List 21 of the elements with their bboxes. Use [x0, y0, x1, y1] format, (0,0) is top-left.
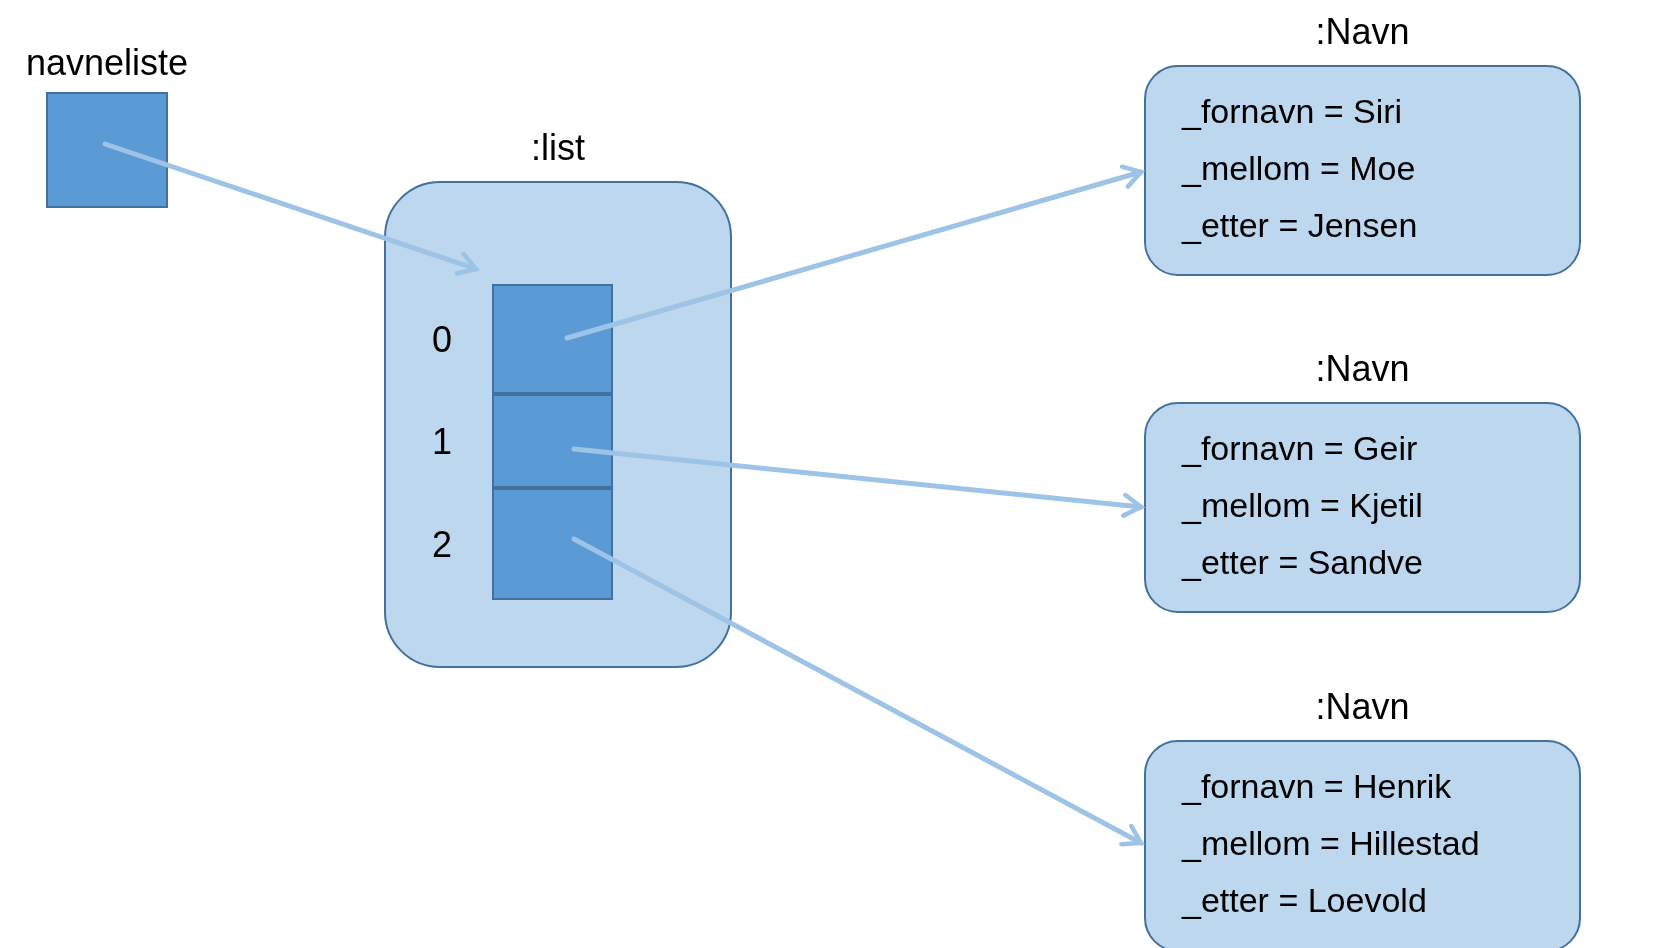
object-label: :Navn	[1314, 686, 1411, 728]
object-label: :Navn	[1314, 11, 1411, 53]
object-label: :Navn	[1314, 348, 1411, 390]
attribute-text: _mellom = Kjetil	[1182, 485, 1423, 526]
attribute-text: _fornavn = Henrik	[1182, 766, 1453, 807]
index-label: 1	[431, 421, 453, 463]
attribute-text: _mellom = Moe	[1182, 148, 1417, 189]
object-label: navneliste	[24, 42, 190, 84]
attribute-text: _etter = Loevold	[1182, 880, 1428, 921]
index-label: 0	[431, 319, 453, 361]
attribute-text: _mellom = Hillestad	[1182, 823, 1480, 864]
arrow	[564, 164, 1144, 341]
arrow	[571, 536, 1144, 847]
attribute-text: _fornavn = Siri	[1182, 91, 1404, 132]
attribute-text: _etter = Sandve	[1182, 542, 1423, 583]
index-label: 2	[431, 524, 453, 566]
attribute-text: _etter = Jensen	[1182, 205, 1418, 246]
arrow	[571, 446, 1144, 518]
attribute-text: _fornavn = Geir	[1182, 428, 1419, 469]
arrow	[102, 141, 479, 276]
object-label: :list	[530, 127, 586, 169]
